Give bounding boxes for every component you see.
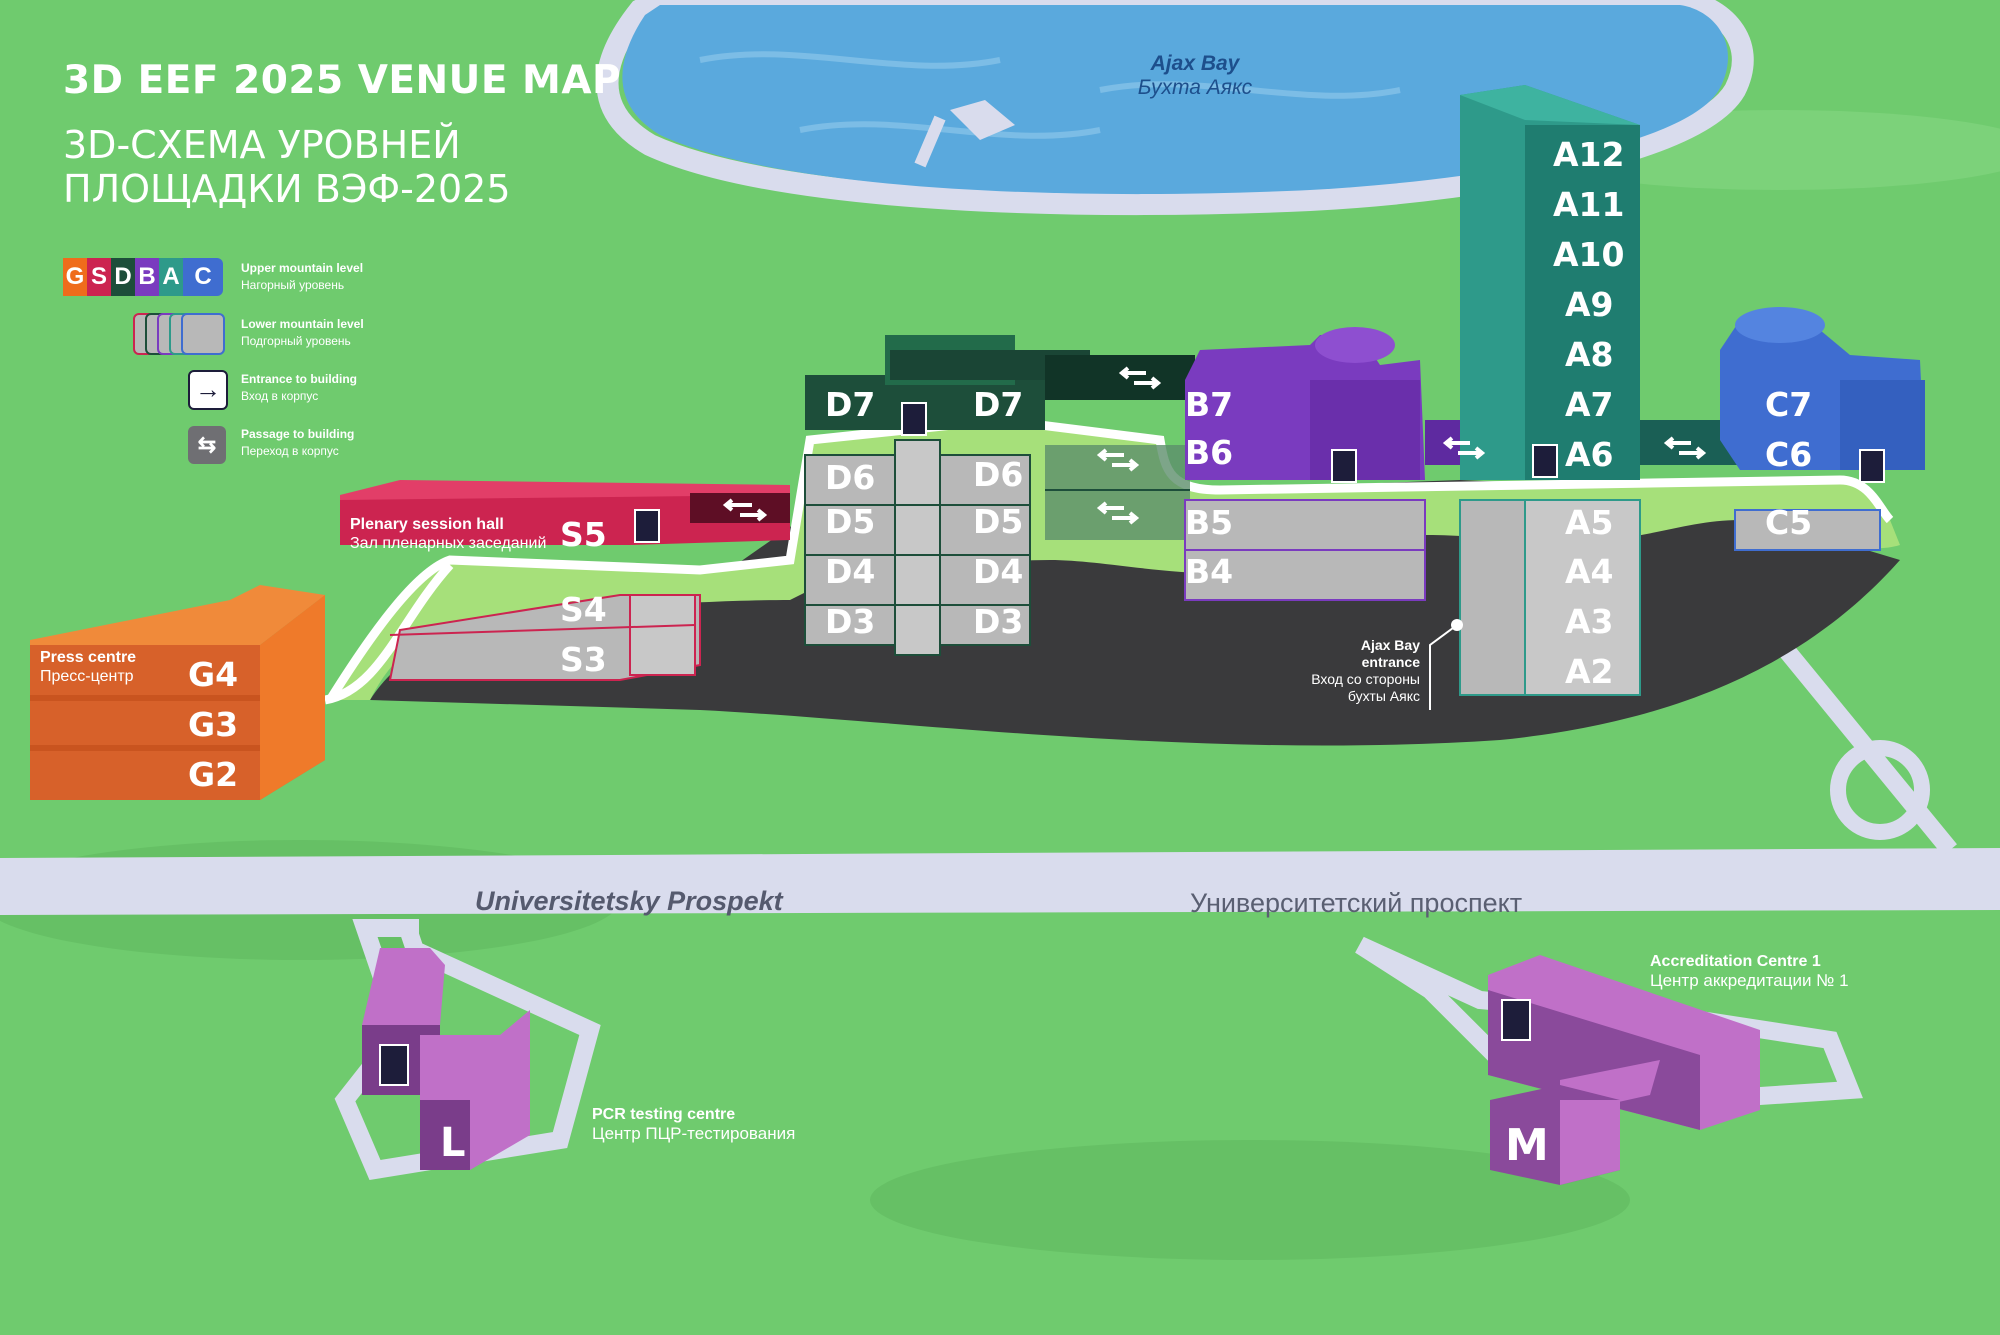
label-a5[interactable]: A5: [1565, 503, 1614, 542]
building-g-press-centre[interactable]: [30, 585, 325, 800]
label-a2[interactable]: A2: [1565, 652, 1614, 691]
label-b5[interactable]: B5: [1185, 503, 1234, 542]
label-a11[interactable]: A11: [1553, 185, 1625, 224]
label-a7[interactable]: A7: [1565, 385, 1614, 424]
label-a6[interactable]: A6: [1565, 435, 1614, 474]
label-d6-left[interactable]: D6: [825, 458, 876, 497]
legend-passage-icon: ⇆: [188, 426, 226, 464]
label-d6-right[interactable]: D6: [973, 455, 1024, 494]
legend-letter-d: D: [111, 258, 135, 296]
legend-lower-swatch: [133, 313, 228, 355]
legend-letter-g: G: [63, 258, 87, 296]
label-g3[interactable]: G3: [188, 705, 239, 744]
title-en: 3D EEF 2025 VENUE MAP: [63, 58, 622, 103]
label-a9[interactable]: A9: [1565, 285, 1614, 324]
legend-letter-s: S: [87, 258, 111, 296]
entrance-markers: [634, 402, 1885, 543]
label-g2[interactable]: G2: [188, 755, 239, 794]
label-m[interactable]: M: [1505, 1120, 1549, 1171]
legend-letter-a: A: [159, 258, 183, 296]
label-s4[interactable]: S4: [560, 590, 607, 629]
legend-letter-b: B: [135, 258, 159, 296]
label-d3-right[interactable]: D3: [973, 602, 1024, 641]
road-label-ru: Университетский проспект: [1190, 888, 1523, 918]
label-l[interactable]: L: [440, 1120, 466, 1166]
legend-letter-c: C: [183, 258, 223, 296]
label-c5[interactable]: C5: [1765, 503, 1813, 542]
label-b4[interactable]: B4: [1185, 552, 1234, 591]
label-d7-left[interactable]: D7: [825, 385, 876, 424]
label-a3[interactable]: A3: [1565, 602, 1614, 641]
label-a8[interactable]: A8: [1565, 335, 1614, 374]
upper-level-walkway: [330, 420, 1900, 700]
building-a-tower[interactable]: [1459, 85, 1740, 696]
legend-entrance-icon: →: [188, 370, 228, 410]
building-c[interactable]: [1720, 307, 1925, 551]
label-a12[interactable]: A12: [1553, 135, 1625, 174]
label-a10[interactable]: A10: [1553, 235, 1625, 274]
label-d7-right[interactable]: D7: [973, 385, 1024, 424]
label-s5[interactable]: S5: [560, 515, 607, 554]
building-l-pcr-centre[interactable]: [334, 919, 601, 1181]
building-b[interactable]: [1184, 327, 1520, 601]
label-s3[interactable]: S3: [560, 640, 607, 679]
label-a4[interactable]: A4: [1565, 552, 1614, 591]
label-c6[interactable]: C6: [1765, 435, 1813, 474]
label-g4[interactable]: G4: [188, 655, 239, 694]
label-b7[interactable]: B7: [1185, 385, 1234, 424]
building-s-plenary-hall[interactable]: [340, 480, 790, 681]
legend-upper-swatch: G S D B A C: [63, 258, 223, 296]
label-c7[interactable]: C7: [1765, 385, 1813, 424]
ajax-bay-water: [596, 0, 1754, 216]
label-d5-left[interactable]: D5: [825, 502, 876, 541]
title-ru: 3D-СХЕМА УРОВНЕЙ ПЛОЩАДКИ ВЭФ-2025: [63, 123, 511, 211]
label-d4-left[interactable]: D4: [825, 552, 876, 591]
building-m-accreditation-centre[interactable]: [1355, 936, 1863, 1185]
road-label-en: Universitetsky Prospekt: [475, 886, 783, 916]
label-d3-left[interactable]: D3: [825, 602, 876, 641]
label-d4-right[interactable]: D4: [973, 552, 1024, 591]
label-d5-right[interactable]: D5: [973, 502, 1024, 541]
passage-arrows: [722, 366, 1707, 525]
universitetsky-prospekt-road: [0, 848, 2000, 915]
label-b6[interactable]: B6: [1185, 433, 1234, 472]
